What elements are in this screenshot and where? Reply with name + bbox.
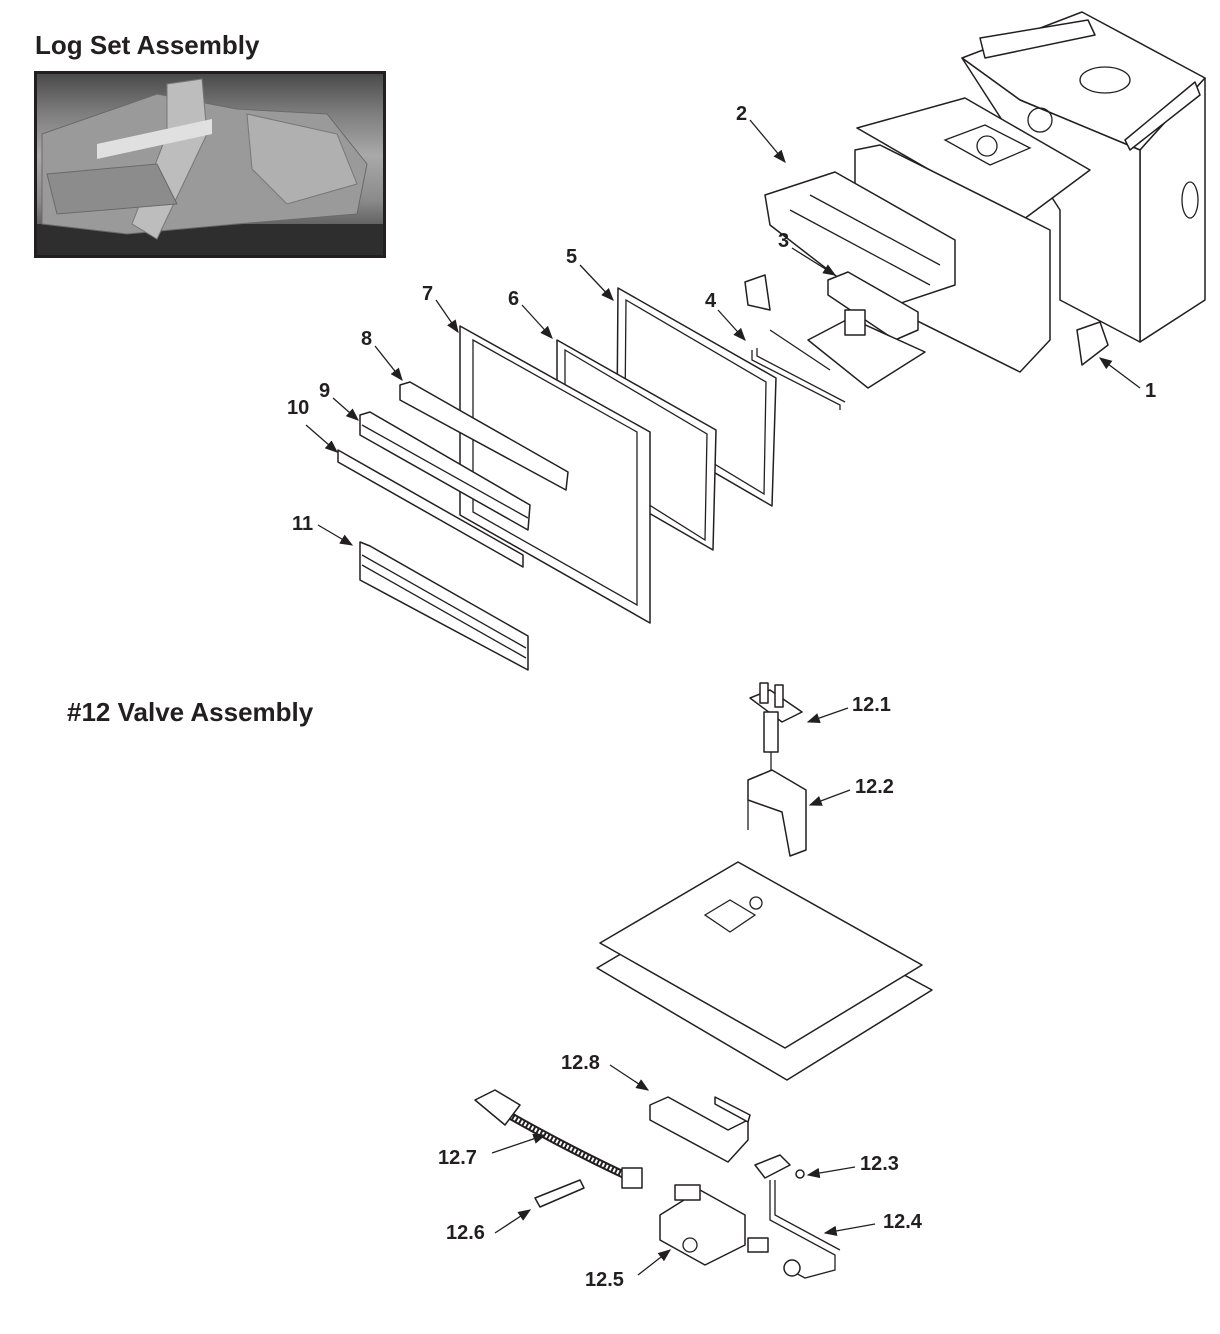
callout-12-5: 12.5 bbox=[585, 1269, 624, 1291]
callout-5: 5 bbox=[566, 246, 577, 268]
log-set-photo bbox=[34, 71, 386, 258]
log-set-assembly-title: Log Set Assembly bbox=[35, 30, 260, 60]
callout-7: 7 bbox=[422, 283, 433, 305]
callout-arrow-12-7 bbox=[491, 1133, 547, 1154]
callout-11: 11 bbox=[292, 513, 313, 535]
callout-8: 8 bbox=[361, 328, 372, 350]
callout-arrow-12-1 bbox=[806, 707, 849, 724]
part-12-6-fitting bbox=[534, 1179, 585, 1208]
callout-12-6: 12.6 bbox=[446, 1222, 485, 1244]
callout-arrow-2 bbox=[749, 119, 786, 163]
callout-12-8: 12.8 bbox=[561, 1052, 600, 1074]
part-12-4-pilot-tube bbox=[754, 1154, 841, 1279]
part-11-lower-trim bbox=[359, 541, 529, 671]
callout-arrow-3 bbox=[791, 247, 837, 276]
callout-arrow-7 bbox=[435, 299, 459, 334]
log-set-image bbox=[37, 78, 383, 255]
part-12-3-nut bbox=[795, 1169, 805, 1179]
callout-arrow-9 bbox=[332, 397, 359, 421]
firebox-cabinet bbox=[961, 11, 1206, 343]
callout-12-1: 12.1 bbox=[852, 694, 891, 716]
burner-tray bbox=[769, 309, 926, 389]
callout-12-7: 12.7 bbox=[438, 1147, 477, 1169]
callout-12-2: 12.2 bbox=[855, 776, 894, 798]
part-12-7-gas-hose bbox=[474, 1089, 643, 1189]
part-12-8-bracket bbox=[649, 1096, 751, 1163]
callout-arrow-10 bbox=[305, 424, 338, 453]
callout-arrow-12-4 bbox=[823, 1223, 876, 1237]
callout-6: 6 bbox=[508, 288, 519, 310]
part-10-trim bbox=[337, 449, 524, 568]
callout-9: 9 bbox=[319, 380, 330, 402]
callout-arrow-12-6 bbox=[494, 1209, 532, 1234]
callout-arrow-4 bbox=[717, 309, 746, 341]
callout-12-4: 12.4 bbox=[883, 1211, 923, 1233]
callout-1: 1 bbox=[1145, 380, 1156, 402]
callout-arrow-12-3 bbox=[806, 1166, 856, 1179]
part-12-2-bracket bbox=[747, 769, 807, 857]
callout-arrow-12-8 bbox=[609, 1064, 650, 1091]
part-12-5-gas-valve bbox=[659, 1184, 769, 1266]
part-12-1-pilot-assembly bbox=[749, 682, 803, 772]
callout-10: 10 bbox=[287, 397, 309, 419]
callout-12-3: 12.3 bbox=[860, 1153, 899, 1175]
callout-4: 4 bbox=[705, 290, 717, 312]
callout-arrow-12-5 bbox=[637, 1249, 672, 1276]
callout-arrow-11 bbox=[317, 524, 354, 546]
callout-3: 3 bbox=[778, 230, 789, 252]
callout-arrow-8 bbox=[374, 345, 403, 382]
part-3-burner bbox=[827, 271, 919, 341]
valve-assembly-title: #12 Valve Assembly bbox=[67, 697, 314, 727]
callout-2: 2 bbox=[736, 103, 747, 125]
part-9-trim bbox=[359, 411, 531, 531]
part-4-pilot-tube bbox=[744, 274, 846, 410]
part-8-trim bbox=[399, 381, 569, 491]
callout-arrow-1 bbox=[1098, 357, 1141, 389]
valve-plate bbox=[596, 861, 933, 1081]
callout-arrow-5 bbox=[579, 264, 614, 301]
callout-arrow-6 bbox=[521, 304, 553, 339]
callout-arrow-12-2 bbox=[808, 789, 851, 806]
